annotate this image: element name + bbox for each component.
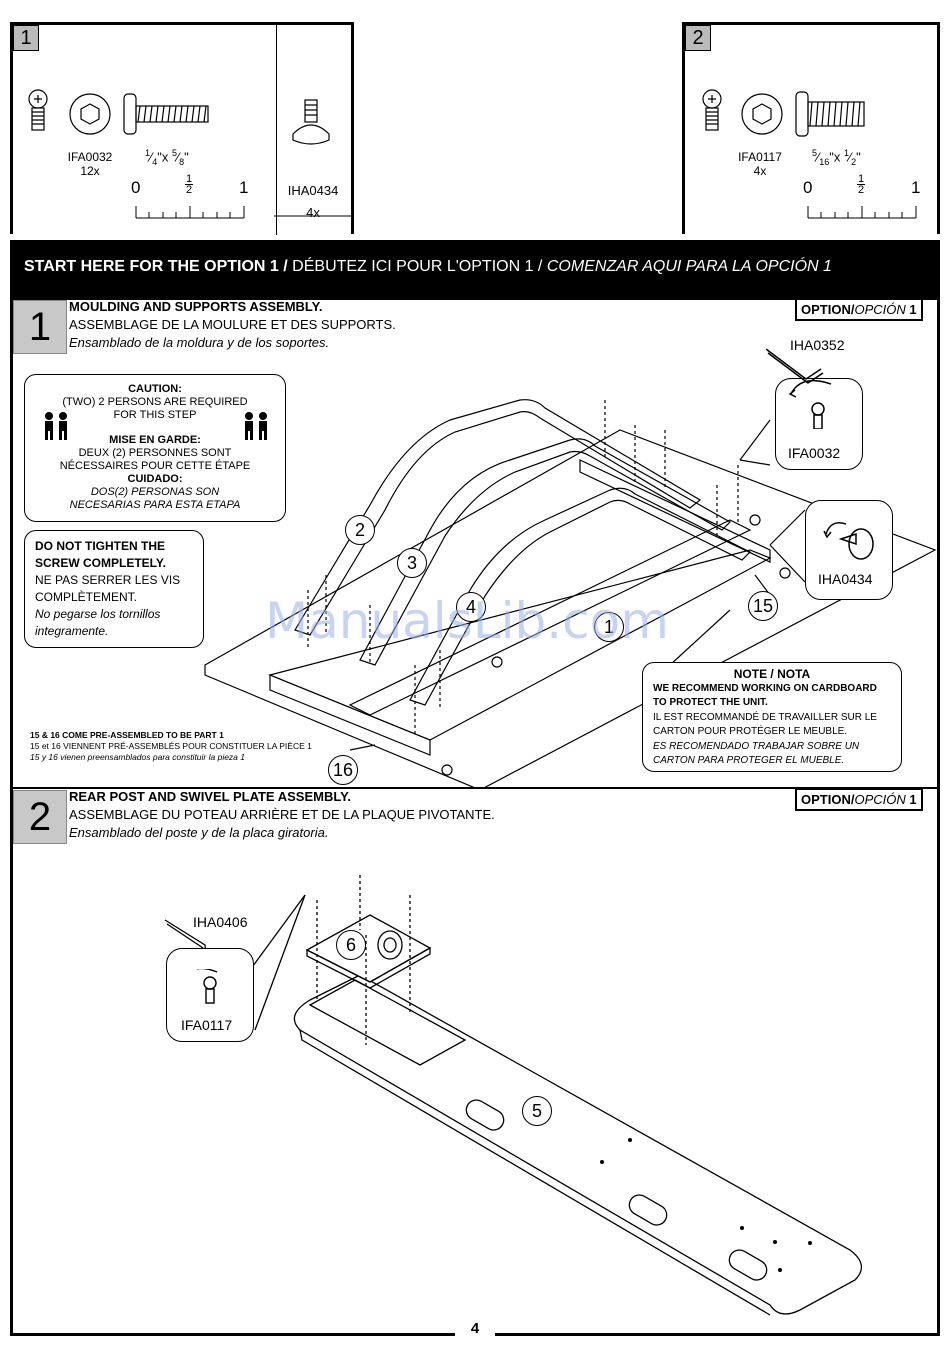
support-4 [409, 487, 752, 706]
glide-part-id: IHA0434 [287, 183, 339, 198]
step-title: REAR POST AND SWIVEL PLATE ASSEMBLY. ASS… [69, 789, 495, 840]
part-callout: 16 [328, 755, 358, 785]
ruler-half-label: 1 2 [857, 173, 865, 196]
hardware-box-number: 1 [13, 25, 39, 51]
tool-label: IHA0406 [193, 914, 248, 930]
watermark: ManualsLib.com [265, 592, 669, 650]
ruler-end-label: 1 [239, 178, 249, 197]
screw-detail-box: IFA0117 [166, 948, 254, 1042]
part-callout: 6 [336, 930, 366, 960]
rear-post [293, 974, 862, 1315]
screw-head-icon [69, 93, 111, 135]
screw-detail-box: IFA0032 [766, 348, 863, 470]
hardware-box-1: 1 [10, 22, 354, 235]
option-badge: OPTION/OPCIÓN 1 [795, 788, 923, 811]
step2-assembly-drawing [164, 875, 862, 1316]
glide-qty: 4x [306, 205, 320, 220]
part-callout: 3 [397, 548, 427, 578]
bolt-side-icon [795, 91, 865, 137]
part-callout: 15 [748, 591, 778, 621]
page-number: 4 [455, 1320, 495, 1337]
step-title: MOULDING AND SUPPORTS ASSEMBLY. ASSEMBLA… [69, 299, 396, 350]
screw-size: 5⁄16"x 1⁄2" [812, 148, 861, 167]
ruler-icon [135, 206, 245, 219]
box-divider [276, 25, 277, 235]
hardware-2-drawings [702, 89, 917, 219]
screw-icon [197, 969, 218, 1004]
ruler-half-label: 1 2 [185, 173, 193, 196]
pre-assembled-note: 15 & 16 COME PRE-ASSEMBLED TO BE PART 1 … [30, 730, 312, 762]
ruler-start-label: 0 [131, 178, 141, 197]
hardware-1-drawings [28, 89, 354, 219]
ruler-icon [807, 206, 917, 219]
step-number: 1 [13, 300, 67, 354]
part-id: IFA0117 4x [738, 150, 782, 178]
screw-head-icon [741, 93, 783, 135]
caution-box: CAUTION: (TWO) 2 PERSONS ARE REQUIRED FO… [24, 374, 286, 522]
hardware-box-2: 2 [682, 22, 940, 234]
note-box: NOTE / NOTA WE RECOMMEND WORKING ON CARD… [642, 662, 902, 772]
part-callout: 2 [345, 515, 375, 545]
part-callout: 4 [456, 592, 486, 622]
glide-icon [823, 522, 874, 560]
glide-markers [441, 514, 791, 776]
glide-detail-box: IHA0434 [805, 500, 893, 600]
screw-markers [307, 400, 739, 735]
screw-label: IFA0117 [181, 1017, 233, 1033]
part-callout: 5 [522, 1096, 552, 1126]
hardware-box-number: 2 [685, 25, 711, 51]
two-persons-icon [45, 412, 67, 440]
glide-icon [292, 99, 330, 145]
step-divider [10, 787, 940, 789]
ruler-start-label: 0 [803, 178, 813, 197]
bolt-side-icon [123, 93, 209, 135]
tighten-warning-box: DO NOT TIGHTEN THE SCREW COMPLETELY. NE … [24, 530, 204, 648]
tool-label: IHA0352 [790, 337, 845, 353]
screw-icon [702, 89, 722, 131]
screw-size: 1⁄4"x 5⁄8" [145, 148, 189, 167]
option-badge: OPTION/OPCIÓN 1 [795, 298, 923, 321]
ruler-end-label: 1 [911, 178, 921, 197]
allen-key-icon [766, 348, 832, 429]
part-callout: 1 [594, 612, 624, 642]
screw-label: IFA0032 [788, 445, 841, 461]
screw-icon [28, 89, 48, 131]
part-id: IFA0032 12x [67, 150, 113, 178]
step-number: 2 [13, 790, 67, 844]
glide-label: IHA0434 [818, 571, 873, 587]
option-banner: START HERE FOR THE OPTION 1 / DÉBUTEZ IC… [10, 240, 940, 300]
support-2 [294, 399, 702, 636]
swivel-plate [305, 914, 432, 983]
support-3 [359, 438, 731, 666]
two-persons-icon [245, 412, 267, 440]
